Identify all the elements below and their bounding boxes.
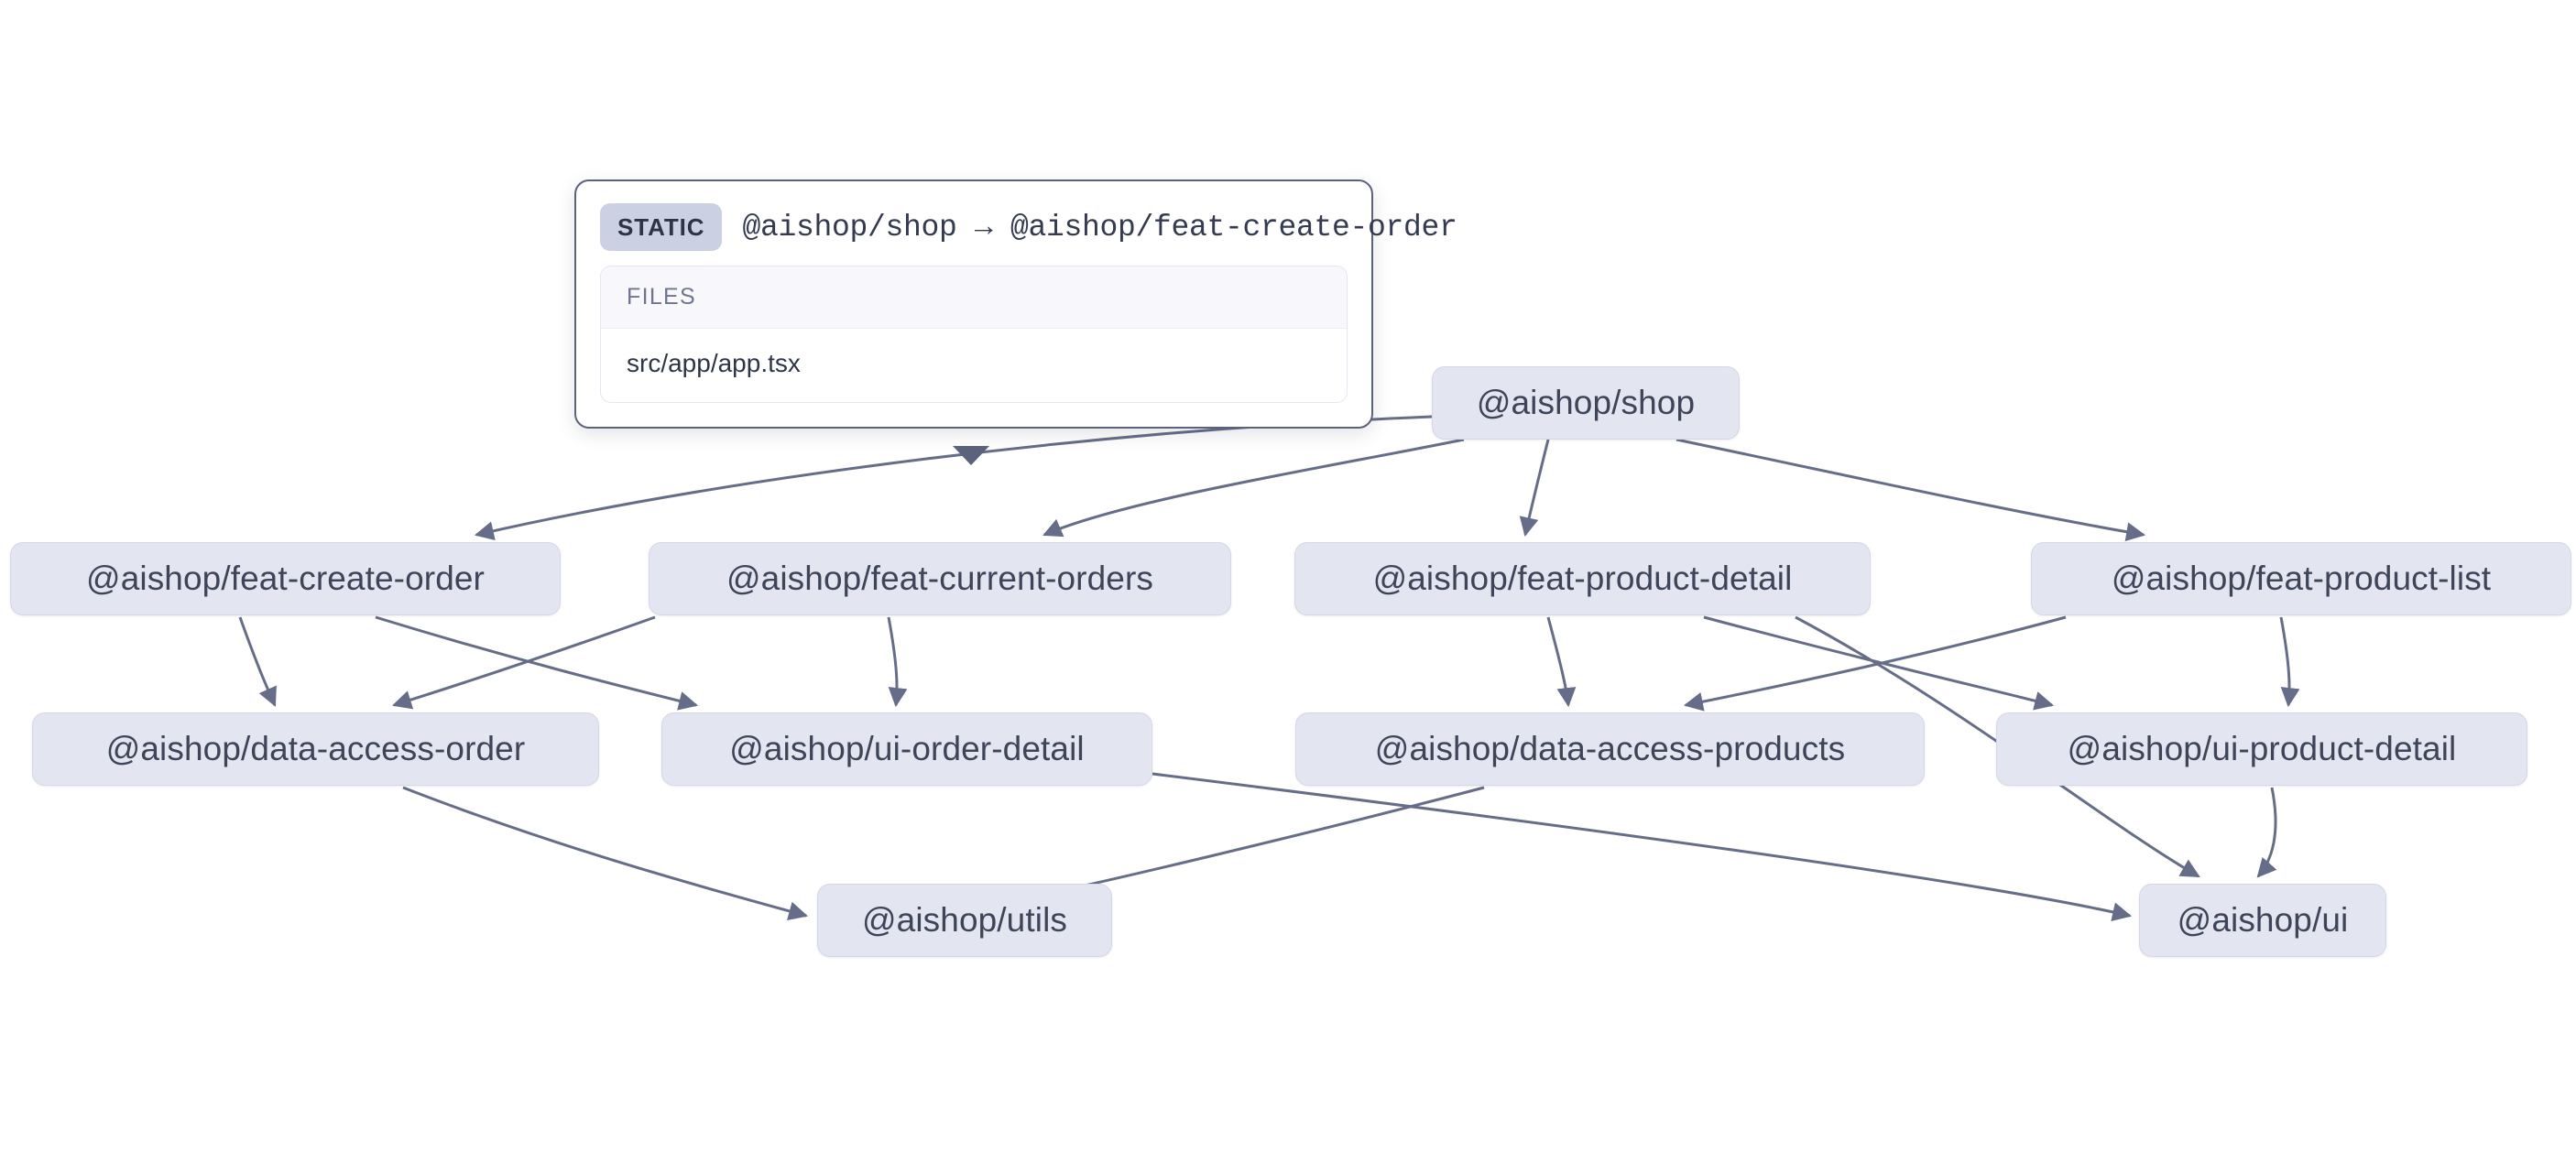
edge-shop-to-feat-product-detail [1519, 439, 1550, 538]
graph-node-ui-order-detail[interactable]: @aishop/ui-order-detail [661, 712, 1152, 786]
graph-node-label: @aishop/data-access-order [105, 730, 526, 767]
edge-ui-order-detail-to-ui [1152, 772, 2133, 922]
graph-node-ui[interactable]: @aishop/ui [2139, 884, 2386, 957]
graph-node-feat-create-order[interactable]: @aishop/feat-create-order [10, 542, 561, 615]
edge-feat-product-detail-to-data-access-products [1546, 616, 1577, 708]
edge-data-access-order-to-utils [402, 786, 809, 921]
graph-node-label: @aishop/feat-create-order [86, 560, 485, 597]
graph-node-label: @aishop/feat-current-orders [726, 560, 1153, 597]
graph-node-label: @aishop/shop [1476, 384, 1696, 421]
edge-feat-current-orders-to-data-access-order [391, 615, 656, 710]
graph-node-utils[interactable]: @aishop/utils [817, 884, 1112, 957]
graph-node-label: @aishop/ui-product-detail [2067, 730, 2457, 767]
edge-shop-to-feat-current-orders [1042, 438, 1465, 538]
graph-node-data-access-order[interactable]: @aishop/data-access-order [32, 712, 599, 786]
files-section-header: FILES [601, 266, 1347, 329]
graph-node-label: @aishop/utils [862, 901, 1067, 939]
status-badge: STATIC [600, 203, 723, 251]
edge-detail-tooltip[interactable]: STATIC @aishop/shop → @aishop/feat-creat… [574, 179, 1457, 429]
graph-node-label: @aishop/data-access-products [1374, 730, 1846, 767]
edge-feat-create-order-to-data-access-order [238, 616, 277, 707]
edge-feat-product-detail-to-ui-product-detail [1703, 615, 2055, 711]
edge-shop-to-feat-create-order [474, 415, 1433, 541]
files-panel: FILES src/app/app.tsx [600, 266, 1348, 403]
tooltip-pointer-triangle [953, 446, 989, 465]
edge-feat-product-list-to-ui-product-detail [2279, 616, 2300, 708]
graph-node-label: @aishop/ui-order-detail [729, 730, 1085, 767]
edge-feat-current-orders-to-ui-order-detail [887, 616, 908, 708]
graph-node-label: @aishop/ui [2177, 901, 2349, 939]
graph-node-shop[interactable]: @aishop/shop [1432, 366, 1740, 440]
graph-node-data-access-products[interactable]: @aishop/data-access-products [1295, 712, 1925, 786]
tooltip-header: STATIC @aishop/shop → @aishop/feat-creat… [576, 181, 1457, 266]
file-list-item[interactable]: src/app/app.tsx [601, 329, 1347, 402]
graph-node-feat-product-detail[interactable]: @aishop/feat-product-detail [1294, 542, 1871, 615]
graph-node-label: @aishop/feat-product-detail [1372, 560, 1793, 597]
graph-node-feat-current-orders[interactable]: @aishop/feat-current-orders [649, 542, 1231, 615]
graph-node-feat-product-list[interactable]: @aishop/feat-product-list [2031, 542, 2571, 615]
edge-feat-product-list-to-data-access-products [1683, 615, 2067, 712]
edge-ui-product-detail-to-ui [2256, 787, 2277, 878]
graph-node-label: @aishop/feat-product-list [2111, 560, 2492, 597]
edge-feat-create-order-to-ui-order-detail [375, 615, 699, 711]
graph-node-ui-product-detail[interactable]: @aishop/ui-product-detail [1996, 712, 2527, 786]
tooltip-title: @aishop/shop → @aishop/feat-create-order [742, 210, 1457, 245]
edge-shop-to-feat-product-list [1675, 438, 2146, 542]
